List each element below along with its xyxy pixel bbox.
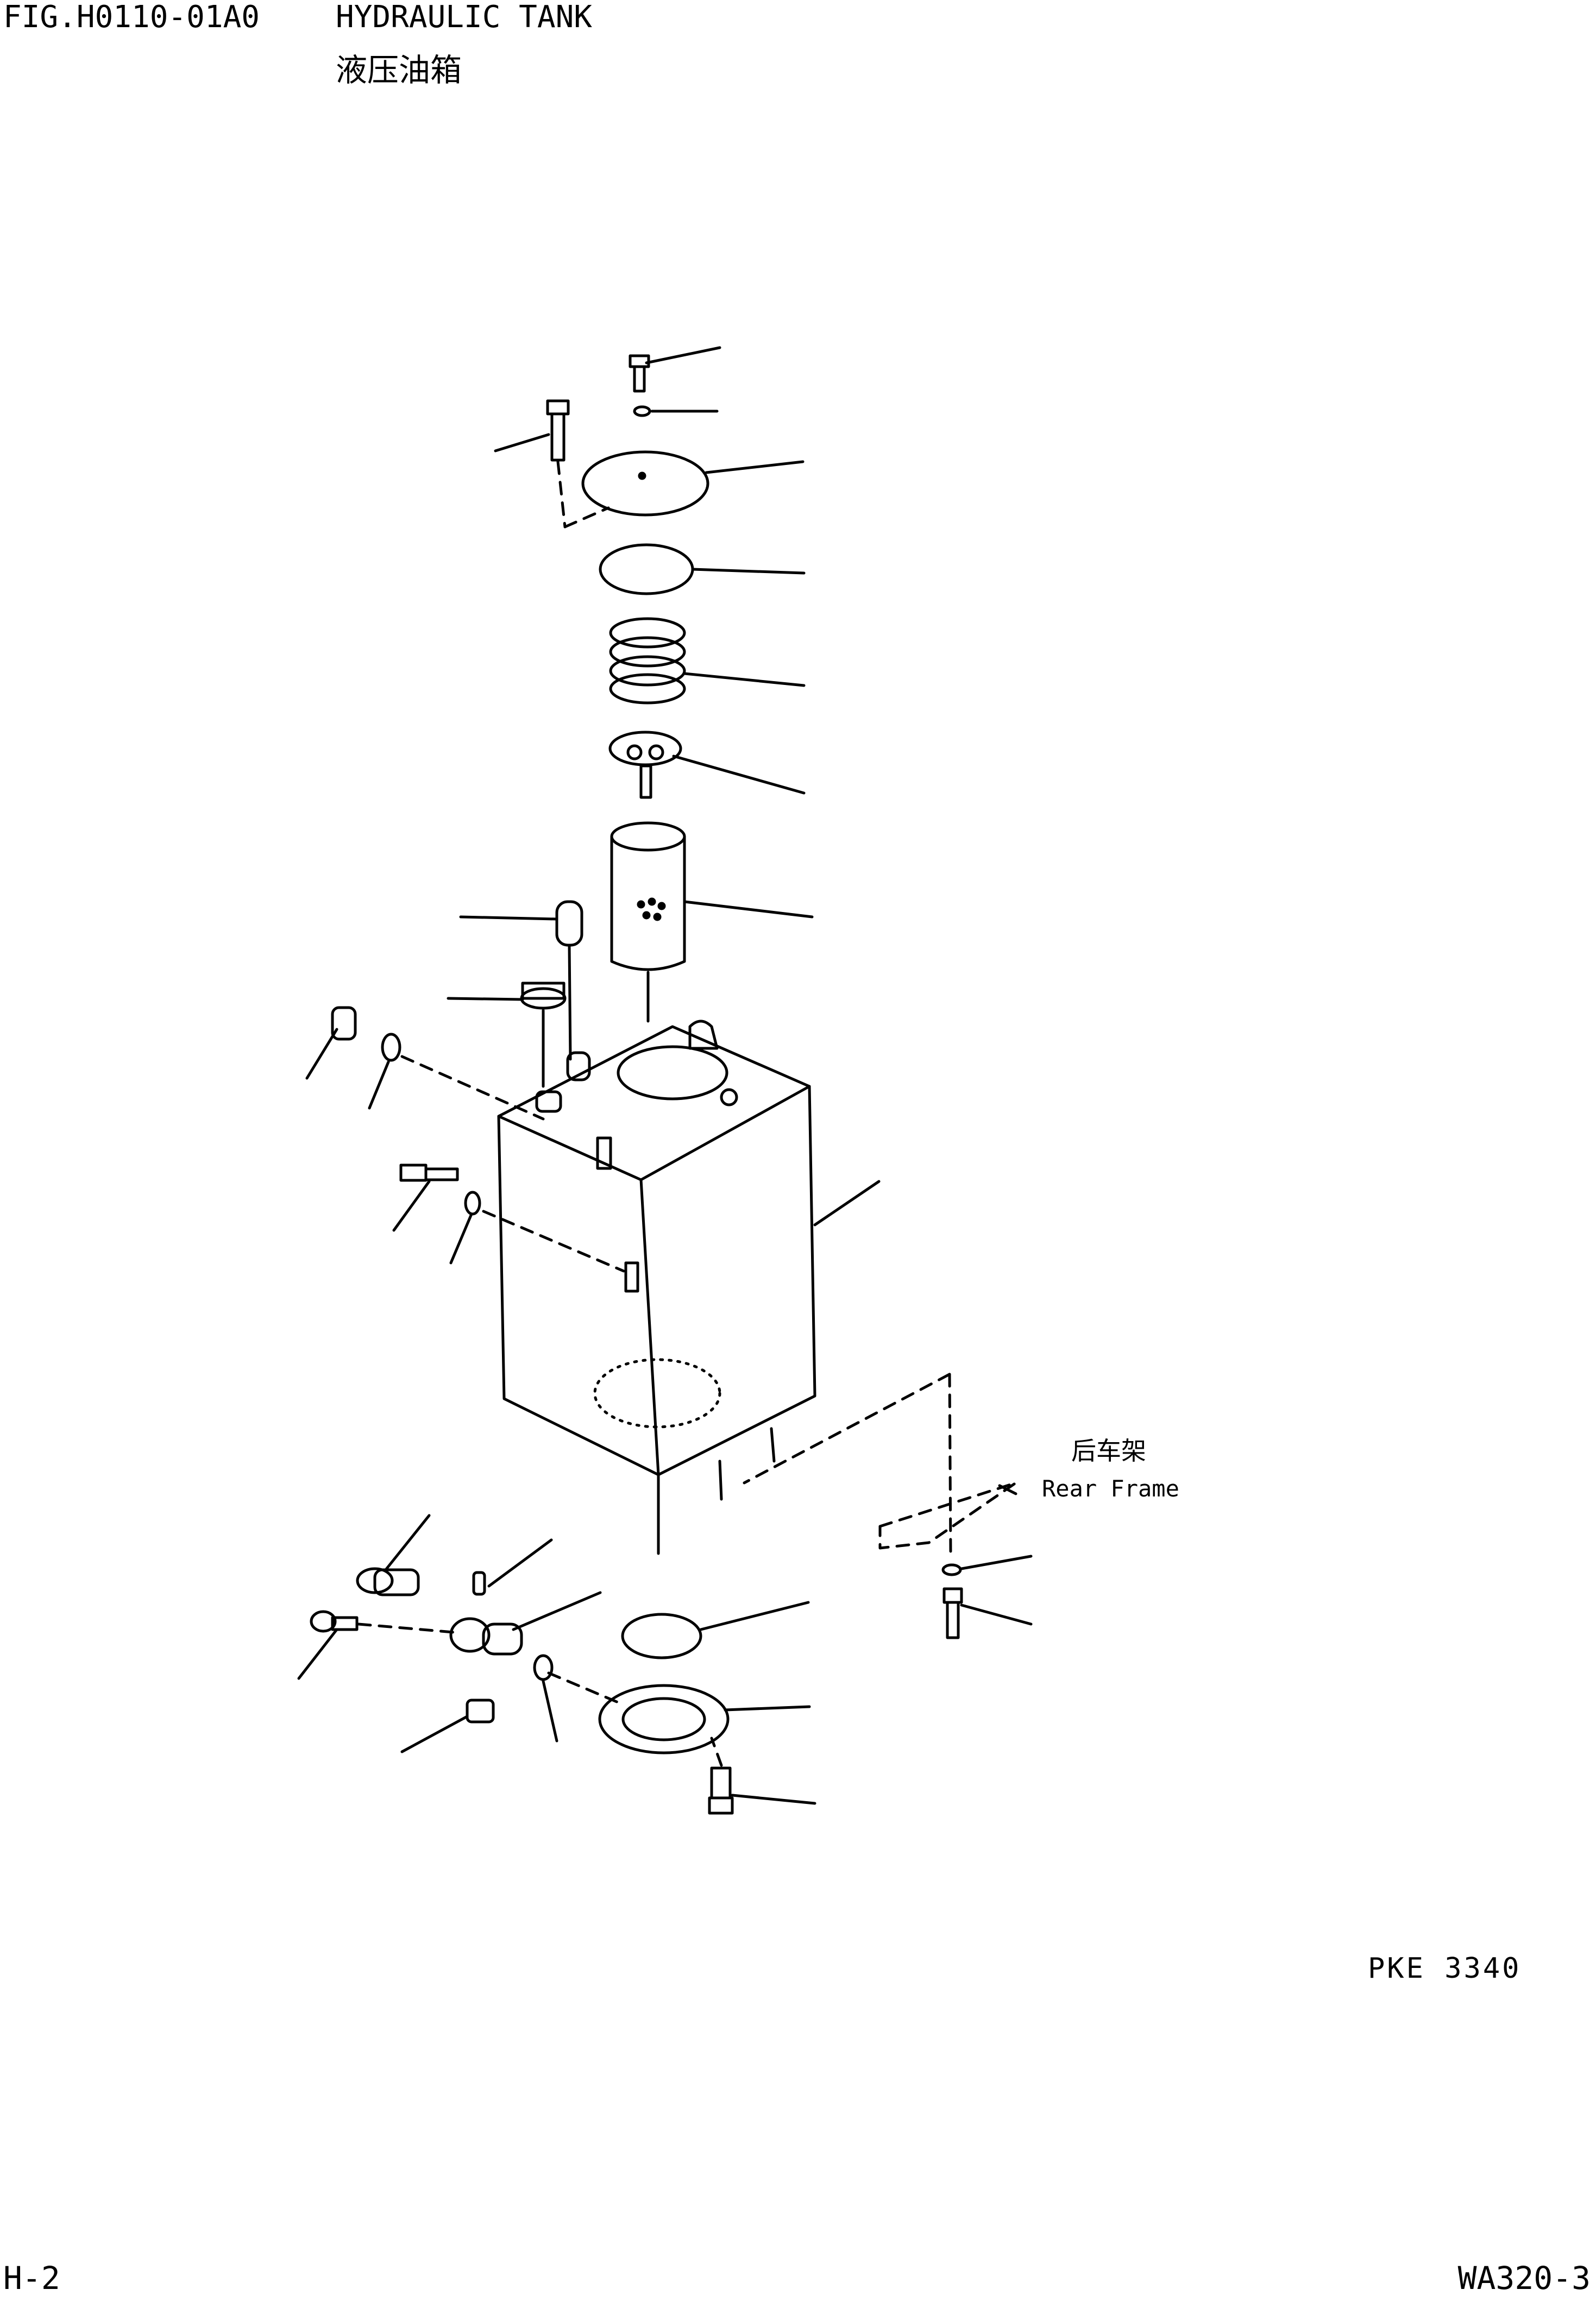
hydraulic-tank-body[interactable] xyxy=(497,1020,881,1555)
suction-hose-fitting[interactable] xyxy=(356,1514,431,1596)
breather[interactable] xyxy=(459,900,583,1061)
level-gauge[interactable] xyxy=(305,1006,545,1121)
rear-frame-bracket xyxy=(743,1373,1017,1555)
frame-washer[interactable] xyxy=(941,1555,1033,1576)
rear-frame-label: Rear Frame xyxy=(1042,1475,1179,1502)
elbow-o-ring[interactable] xyxy=(533,1654,558,1743)
bottom-flange[interactable] xyxy=(547,1671,811,1754)
cover-o-ring[interactable] xyxy=(599,543,806,595)
rear-frame-label-cn: 后车架 xyxy=(1071,1436,1146,1466)
filler-cap[interactable] xyxy=(447,982,567,1088)
filter-element[interactable] xyxy=(610,821,814,1023)
top-cover[interactable] xyxy=(563,450,805,529)
top-washer[interactable] xyxy=(633,405,719,417)
figure-number: FIG.H0110-01A0 xyxy=(3,0,260,35)
top-bolt[interactable] xyxy=(629,346,721,393)
elbow-flange[interactable] xyxy=(449,1591,602,1656)
side-plug[interactable] xyxy=(392,1163,625,1273)
figure-title-chinese: 液压油箱 xyxy=(336,52,462,89)
bottom-bolt[interactable] xyxy=(708,1737,816,1815)
model-code: WA320-3 xyxy=(1457,2260,1591,2297)
figure-title: HYDRAULIC TANK xyxy=(336,0,593,35)
cover-bolt[interactable] xyxy=(494,399,570,529)
frame-bolt[interactable] xyxy=(942,1587,1033,1639)
dowel-pin[interactable] xyxy=(472,1538,553,1596)
page-number: H-2 xyxy=(3,2260,60,2297)
elbow-bolt[interactable] xyxy=(297,1610,455,1680)
bypass-valve[interactable] xyxy=(608,731,806,799)
drawing-id: PKE 3340 xyxy=(1368,1952,1522,1985)
rear-frame-leader xyxy=(998,1484,1017,1495)
spring[interactable] xyxy=(609,617,806,705)
drain-plug[interactable] xyxy=(400,1699,495,1753)
bottom-o-ring[interactable] xyxy=(621,1601,810,1659)
